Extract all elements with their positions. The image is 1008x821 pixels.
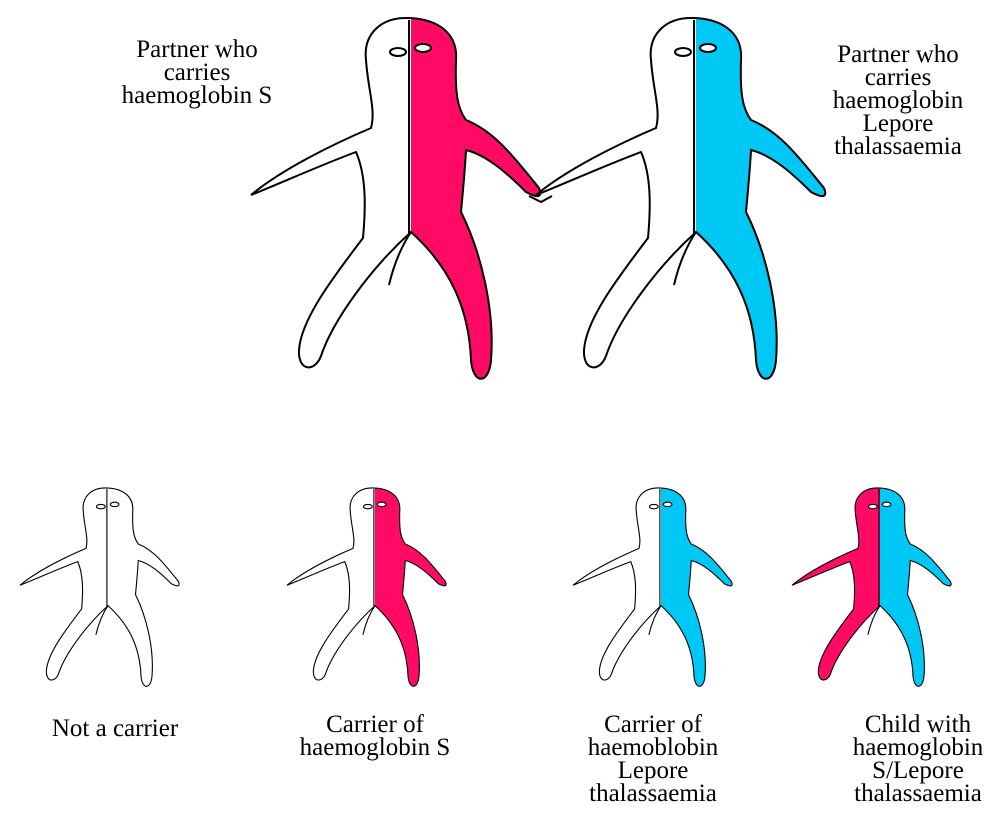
right-eye xyxy=(415,44,431,52)
label-line: Lepore xyxy=(558,759,748,782)
label-line: haemoblobin xyxy=(558,736,748,759)
label-line: haemoglobin xyxy=(828,736,1008,759)
label-line: haemoglobin S xyxy=(92,84,302,107)
label-line: thalassaemia xyxy=(798,135,998,158)
label-line: Partner who xyxy=(798,43,998,66)
child-label-not-carrier: Not a carrier xyxy=(20,717,210,740)
label-line: Not a carrier xyxy=(20,717,210,740)
left-eye xyxy=(649,504,658,508)
label-line: haemoglobin S xyxy=(280,736,470,759)
label-line: Child with xyxy=(828,713,1008,736)
label-line: haemoglobin xyxy=(798,89,998,112)
label-line: carries xyxy=(92,61,302,84)
label-line: Carrier of xyxy=(558,713,748,736)
child-figure-carrier-lepore xyxy=(573,488,732,686)
right-eye xyxy=(882,502,891,506)
label-line: Partner who xyxy=(92,38,302,61)
label-line: Carrier of xyxy=(280,713,470,736)
child-figure-s-lepore xyxy=(792,488,951,686)
child-figure-not-carrier xyxy=(20,488,179,686)
label-line: Lepore xyxy=(798,112,998,135)
left-eye xyxy=(868,504,877,508)
label-line: S/Lepore xyxy=(828,759,1008,782)
left-eye xyxy=(390,48,406,56)
left-eye xyxy=(96,504,105,508)
figure-left-half xyxy=(536,18,825,379)
figure-left-half xyxy=(792,488,951,686)
label-line: thalassaemia xyxy=(828,782,1008,805)
right-eye xyxy=(110,502,119,506)
figure-left-half xyxy=(573,488,732,686)
label-line: carries xyxy=(798,66,998,89)
joined-hands xyxy=(529,196,552,202)
figure-left-half xyxy=(20,488,179,686)
right-eye xyxy=(663,502,672,506)
right-eye xyxy=(700,44,716,52)
left-eye xyxy=(675,48,691,56)
left-eye xyxy=(363,504,372,508)
parent-right-figure xyxy=(536,18,825,379)
label-line: thalassaemia xyxy=(558,782,748,805)
figure-left-half xyxy=(287,488,446,686)
right-eye xyxy=(377,502,386,506)
child-figure-carrier-s xyxy=(287,488,446,686)
